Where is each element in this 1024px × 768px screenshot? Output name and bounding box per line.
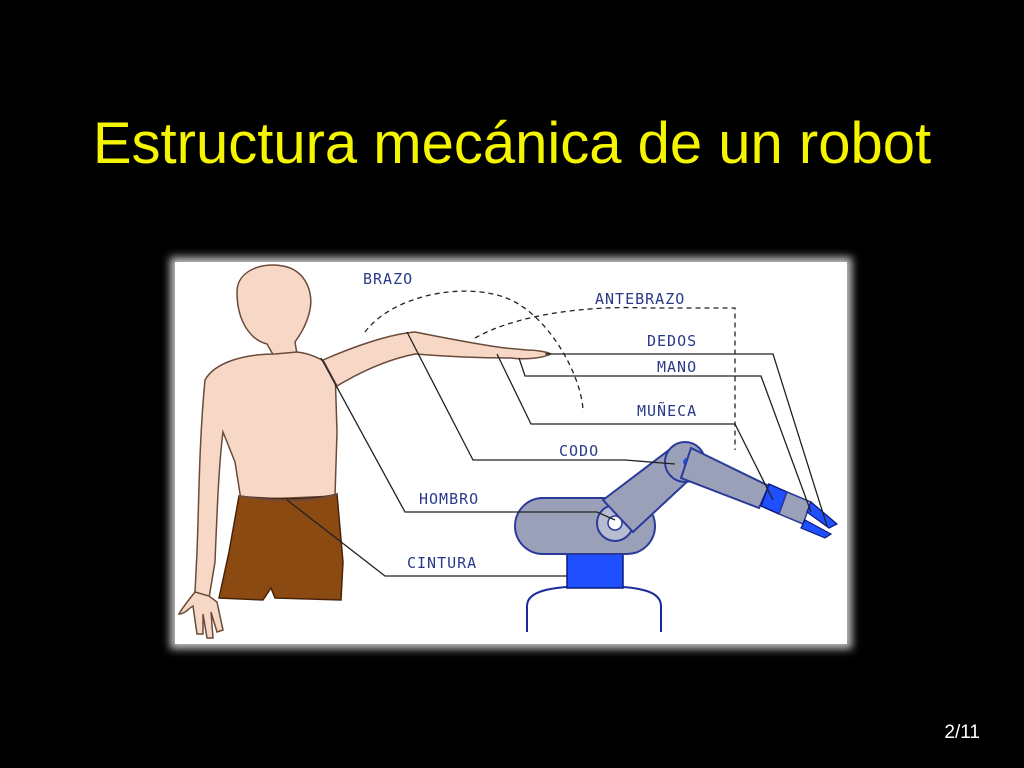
brazo-bracket (364, 290, 584, 413)
label-mano: MANO (657, 358, 697, 376)
slide-title: Estructura mecánica de un robot (92, 111, 932, 176)
page-number: 2/11 (944, 722, 980, 743)
human-head (236, 264, 312, 359)
label-brazo: BRAZO (363, 270, 413, 288)
robot-finger-bottom (800, 519, 833, 539)
dashed-brackets (364, 290, 736, 450)
robot-finger-top (806, 501, 839, 529)
robot-base-dome (526, 584, 662, 632)
leader-lines (286, 331, 828, 577)
mano-leader (518, 357, 812, 513)
label-hombro: HOMBRO (419, 490, 479, 508)
codo-leader (406, 331, 676, 465)
label-antebrazo: ANTEBRAZO (595, 290, 685, 308)
belt-line (238, 493, 338, 502)
human-torso (194, 351, 338, 600)
antebrazo-bracket (474, 306, 736, 450)
dedos-leader (545, 353, 828, 527)
diagram-canvas: BRAZO ANTEBRAZO DEDOS MANO MUÑECA CODO H… (177, 264, 839, 639)
cintura-leader (286, 499, 567, 577)
human-figure (177, 264, 553, 639)
label-dedos: DEDOS (647, 332, 697, 350)
label-codo: CODO (559, 442, 599, 460)
label-muneca: MUÑECA (637, 401, 697, 420)
hombro-leader (320, 357, 616, 521)
muneca-leader (496, 353, 774, 501)
robot-arm (514, 441, 839, 632)
human-trousers (218, 493, 344, 601)
robot-waist (566, 551, 624, 589)
label-cintura: CINTURA (407, 554, 477, 572)
robot-forearm (679, 446, 771, 510)
robot-human-diagram: BRAZO ANTEBRAZO DEDOS MANO MUÑECA CODO H… (175, 262, 847, 644)
shoulder-pin (607, 515, 623, 531)
human-arm (321, 331, 553, 388)
human-hand (177, 591, 224, 639)
